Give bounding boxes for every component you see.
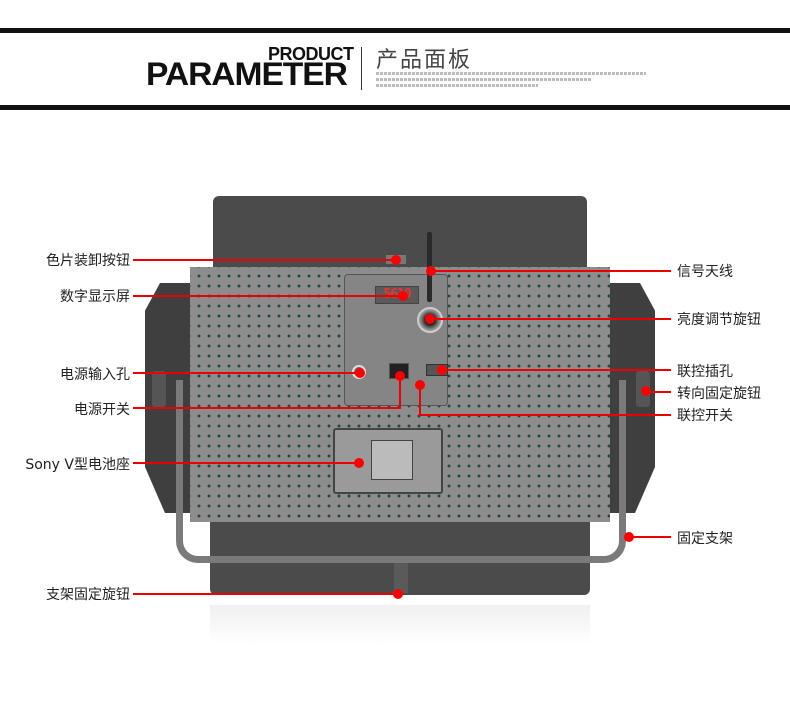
callout-label-antenna: 信号天线 (677, 264, 733, 280)
tilt-lock-knob-left (152, 371, 166, 407)
callout-dot (624, 532, 634, 542)
callout-label-dmx-switch: 联控开关 (677, 408, 733, 424)
header-title-small: PRODUCT (268, 44, 354, 64)
callout-label-battery-plate: Sony V型电池座 (25, 457, 130, 473)
callout-line (399, 375, 401, 409)
callout-line (133, 372, 361, 374)
mount-stem (394, 563, 408, 593)
header-title-cn: 产品面板 (376, 48, 473, 73)
callout-label-dmx-port: 联控插孔 (677, 364, 733, 380)
callout-line (419, 414, 671, 416)
callout-label-dimmer: 亮度调节旋钮 (677, 312, 761, 328)
callout-line (133, 407, 401, 409)
callout-line (133, 462, 358, 464)
callout-line (630, 536, 671, 538)
reflection (210, 605, 590, 645)
callout-dot (426, 266, 436, 276)
callout-line (133, 593, 398, 595)
v-mount-battery-plate (333, 428, 443, 494)
callout-line (442, 369, 671, 371)
callout-line (133, 259, 396, 261)
callout-dot (398, 291, 408, 301)
callout-label-power-switch: 电源开关 (74, 402, 130, 418)
callout-line (419, 384, 421, 415)
callout-label-tilt-knob: 转向固定旋钮 (677, 386, 761, 402)
callout-dot (425, 314, 435, 324)
callout-dot (391, 255, 401, 265)
callout-dot (355, 368, 365, 378)
callout-label-mount-knob: 支架固定旋钮 (46, 587, 130, 603)
callout-dot (437, 365, 447, 375)
header-title-large: PARAMETER (146, 56, 348, 92)
header-filler-text (376, 72, 646, 90)
callout-label-yoke: 固定支架 (677, 531, 733, 547)
callout-line (133, 295, 403, 297)
callout-label-display: 数字显示屏 (60, 289, 130, 305)
callout-dot (415, 380, 425, 390)
callout-dot (354, 458, 364, 468)
callout-dot (393, 589, 403, 599)
callout-dot (641, 386, 651, 396)
callout-label-gel-button: 色片装卸按钮 (46, 253, 130, 269)
header-top-bar (0, 28, 790, 33)
callout-line (648, 391, 671, 393)
callout-label-power-input: 电源输入孔 (60, 367, 130, 383)
callout-line (430, 318, 671, 320)
callout-line (431, 270, 671, 272)
header-bottom-bar (0, 105, 790, 110)
header-divider (361, 47, 362, 90)
yoke-bracket (176, 380, 626, 563)
callout-dot (395, 371, 405, 381)
dimmer-knob-icon (417, 307, 443, 333)
